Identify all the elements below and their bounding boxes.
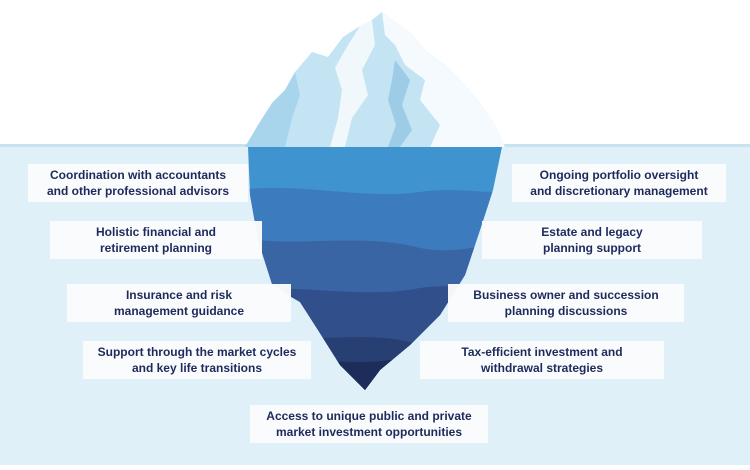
label-insurance-risk: Insurance and risk management guidance	[67, 284, 291, 322]
iceberg-tip	[245, 12, 505, 147]
label-portfolio-oversight: Ongoing portfolio oversight and discreti…	[512, 164, 726, 202]
iceberg-tip-crevice	[388, 60, 412, 147]
label-tax-efficient-strategies: Tax-efficient investment and withdrawal …	[420, 341, 664, 379]
label-accountant-coordination: Coordination with accountants and other …	[28, 164, 248, 202]
label-succession-planning: Business owner and succession planning d…	[448, 284, 684, 322]
label-unique-investment-access: Access to unique public and private mark…	[250, 405, 488, 443]
label-holistic-planning: Holistic financial and retirement planni…	[50, 221, 262, 259]
iceberg-tip-shade	[245, 72, 300, 147]
iceberg-tip-shadow	[330, 20, 375, 147]
label-estate-legacy: Estate and legacy planning support	[482, 221, 702, 259]
iceberg-tip-highlight	[382, 12, 505, 147]
label-market-cycles-support: Support through the market cycles and ke…	[83, 341, 311, 379]
